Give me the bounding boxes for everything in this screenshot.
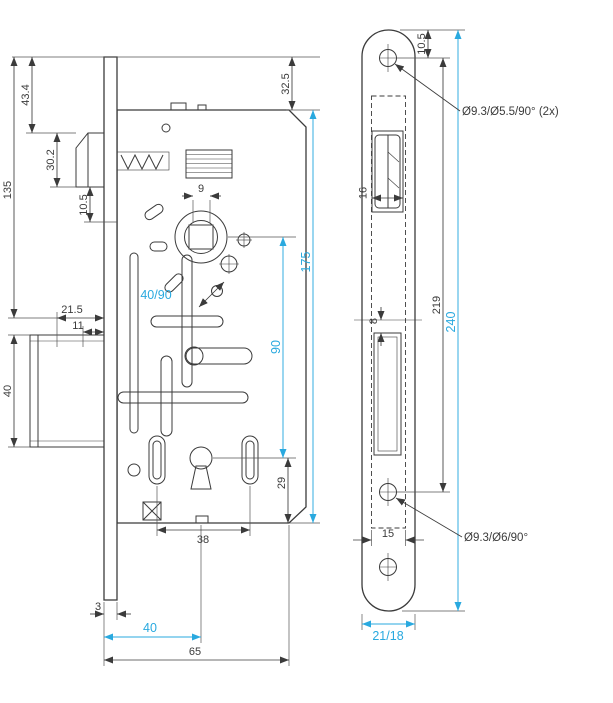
dim-label: 9 bbox=[198, 183, 204, 195]
bottom-oval-slots bbox=[127, 435, 259, 485]
dim-43-4: 43.4 bbox=[20, 57, 36, 133]
dim-21-5: 21.5 bbox=[57, 304, 104, 322]
dim-21-18: 21/18 bbox=[362, 620, 415, 643]
dim-label: 15 bbox=[382, 528, 394, 540]
dim-label-accent: 40/90 bbox=[140, 288, 171, 302]
screw-hole-mid bbox=[379, 478, 397, 506]
dim-29: 29 bbox=[276, 458, 292, 523]
callout-label: Ø9.3/Ø5.5/90° (2x) bbox=[462, 106, 559, 118]
dim-label: 3 bbox=[95, 601, 101, 613]
dim-label: 38 bbox=[197, 534, 209, 546]
dim-8: 8 bbox=[368, 307, 385, 346]
dim-label: 43.4 bbox=[20, 84, 32, 105]
dim-11: 11 bbox=[72, 320, 104, 336]
dim-175: 175 bbox=[299, 110, 317, 523]
dim-9: 9 bbox=[182, 183, 221, 200]
dim-label: 16 bbox=[358, 187, 370, 199]
callout-mid-hole: Ø9.3/Ø6/90° bbox=[395, 497, 528, 544]
dim-40-90: 40/90 bbox=[140, 281, 225, 308]
lock-body-view: 43.4 30.2 135 10.5 32.5 9 40/90 bbox=[2, 56, 320, 666]
dim-label-accent: 21/18 bbox=[372, 629, 403, 643]
dim-135: 135 bbox=[2, 57, 18, 318]
fixing-hole bbox=[219, 254, 239, 274]
dim-label: 11 bbox=[72, 320, 83, 332]
dim-label: 10.5 bbox=[416, 33, 428, 54]
dim-65: 65 bbox=[104, 646, 289, 664]
faceplate-view: 10.5 16 8 219 240 15 21/18 bbox=[353, 29, 559, 643]
handle-follower bbox=[174, 210, 228, 264]
dim-3: 3 bbox=[90, 601, 131, 618]
dim-label: 40 bbox=[2, 385, 14, 397]
dim-90: 90 bbox=[269, 237, 287, 458]
dim-label: 10.5 bbox=[78, 194, 90, 215]
dim-label: 65 bbox=[189, 646, 201, 658]
dim-40-backset: 40 bbox=[104, 621, 201, 641]
dim-label: 32.5 bbox=[280, 73, 292, 94]
extension-lines-left bbox=[8, 56, 320, 666]
dim-label-accent: 240 bbox=[444, 312, 458, 333]
dim-219: 219 bbox=[431, 58, 447, 492]
screw-hole-top bbox=[379, 44, 397, 72]
dim-15: 15 bbox=[353, 528, 424, 544]
dim-10-5: 10.5 bbox=[78, 187, 94, 222]
dim-label: 219 bbox=[431, 296, 443, 314]
latch-spring bbox=[116, 151, 170, 171]
dim-label: 30.2 bbox=[45, 149, 57, 170]
dim-38: 38 bbox=[157, 526, 250, 546]
dim-10-5-right: 10.5 bbox=[416, 30, 432, 58]
dim-32-5: 32.5 bbox=[280, 57, 296, 110]
callout-label: Ø9.3/Ø6/90° bbox=[464, 532, 528, 544]
faceplate-edge bbox=[103, 56, 118, 601]
bottom-boss bbox=[142, 501, 209, 524]
case-top-lugs bbox=[161, 102, 207, 133]
latch-bolt bbox=[75, 132, 104, 188]
dim-label: 135 bbox=[2, 181, 14, 199]
keyhole bbox=[189, 446, 213, 490]
dim-label-accent: 40 bbox=[143, 621, 157, 635]
deadbolt-cutout bbox=[373, 332, 402, 456]
dim-label: 8 bbox=[368, 318, 380, 324]
dim-label: 29 bbox=[276, 477, 288, 489]
case-footprint-dashed bbox=[371, 95, 406, 529]
dim-240: 240 bbox=[444, 30, 462, 611]
dim-label-accent: 90 bbox=[269, 340, 283, 354]
dim-label: 21.5 bbox=[61, 304, 82, 316]
deadbolt bbox=[29, 334, 106, 448]
dim-30-2: 30.2 bbox=[45, 133, 61, 187]
callout-top-holes: Ø9.3/Ø5.5/90° (2x) bbox=[394, 63, 559, 118]
case-slots bbox=[117, 203, 249, 437]
silencer-block bbox=[185, 149, 233, 179]
stop-lever bbox=[184, 346, 253, 366]
fixing-hole bbox=[236, 232, 252, 248]
dim-16: 16 bbox=[358, 187, 403, 202]
dim-label-accent: 175 bbox=[299, 252, 313, 273]
dim-40-deadbolt: 40 bbox=[2, 335, 18, 447]
screw-hole-bottom bbox=[379, 553, 397, 581]
